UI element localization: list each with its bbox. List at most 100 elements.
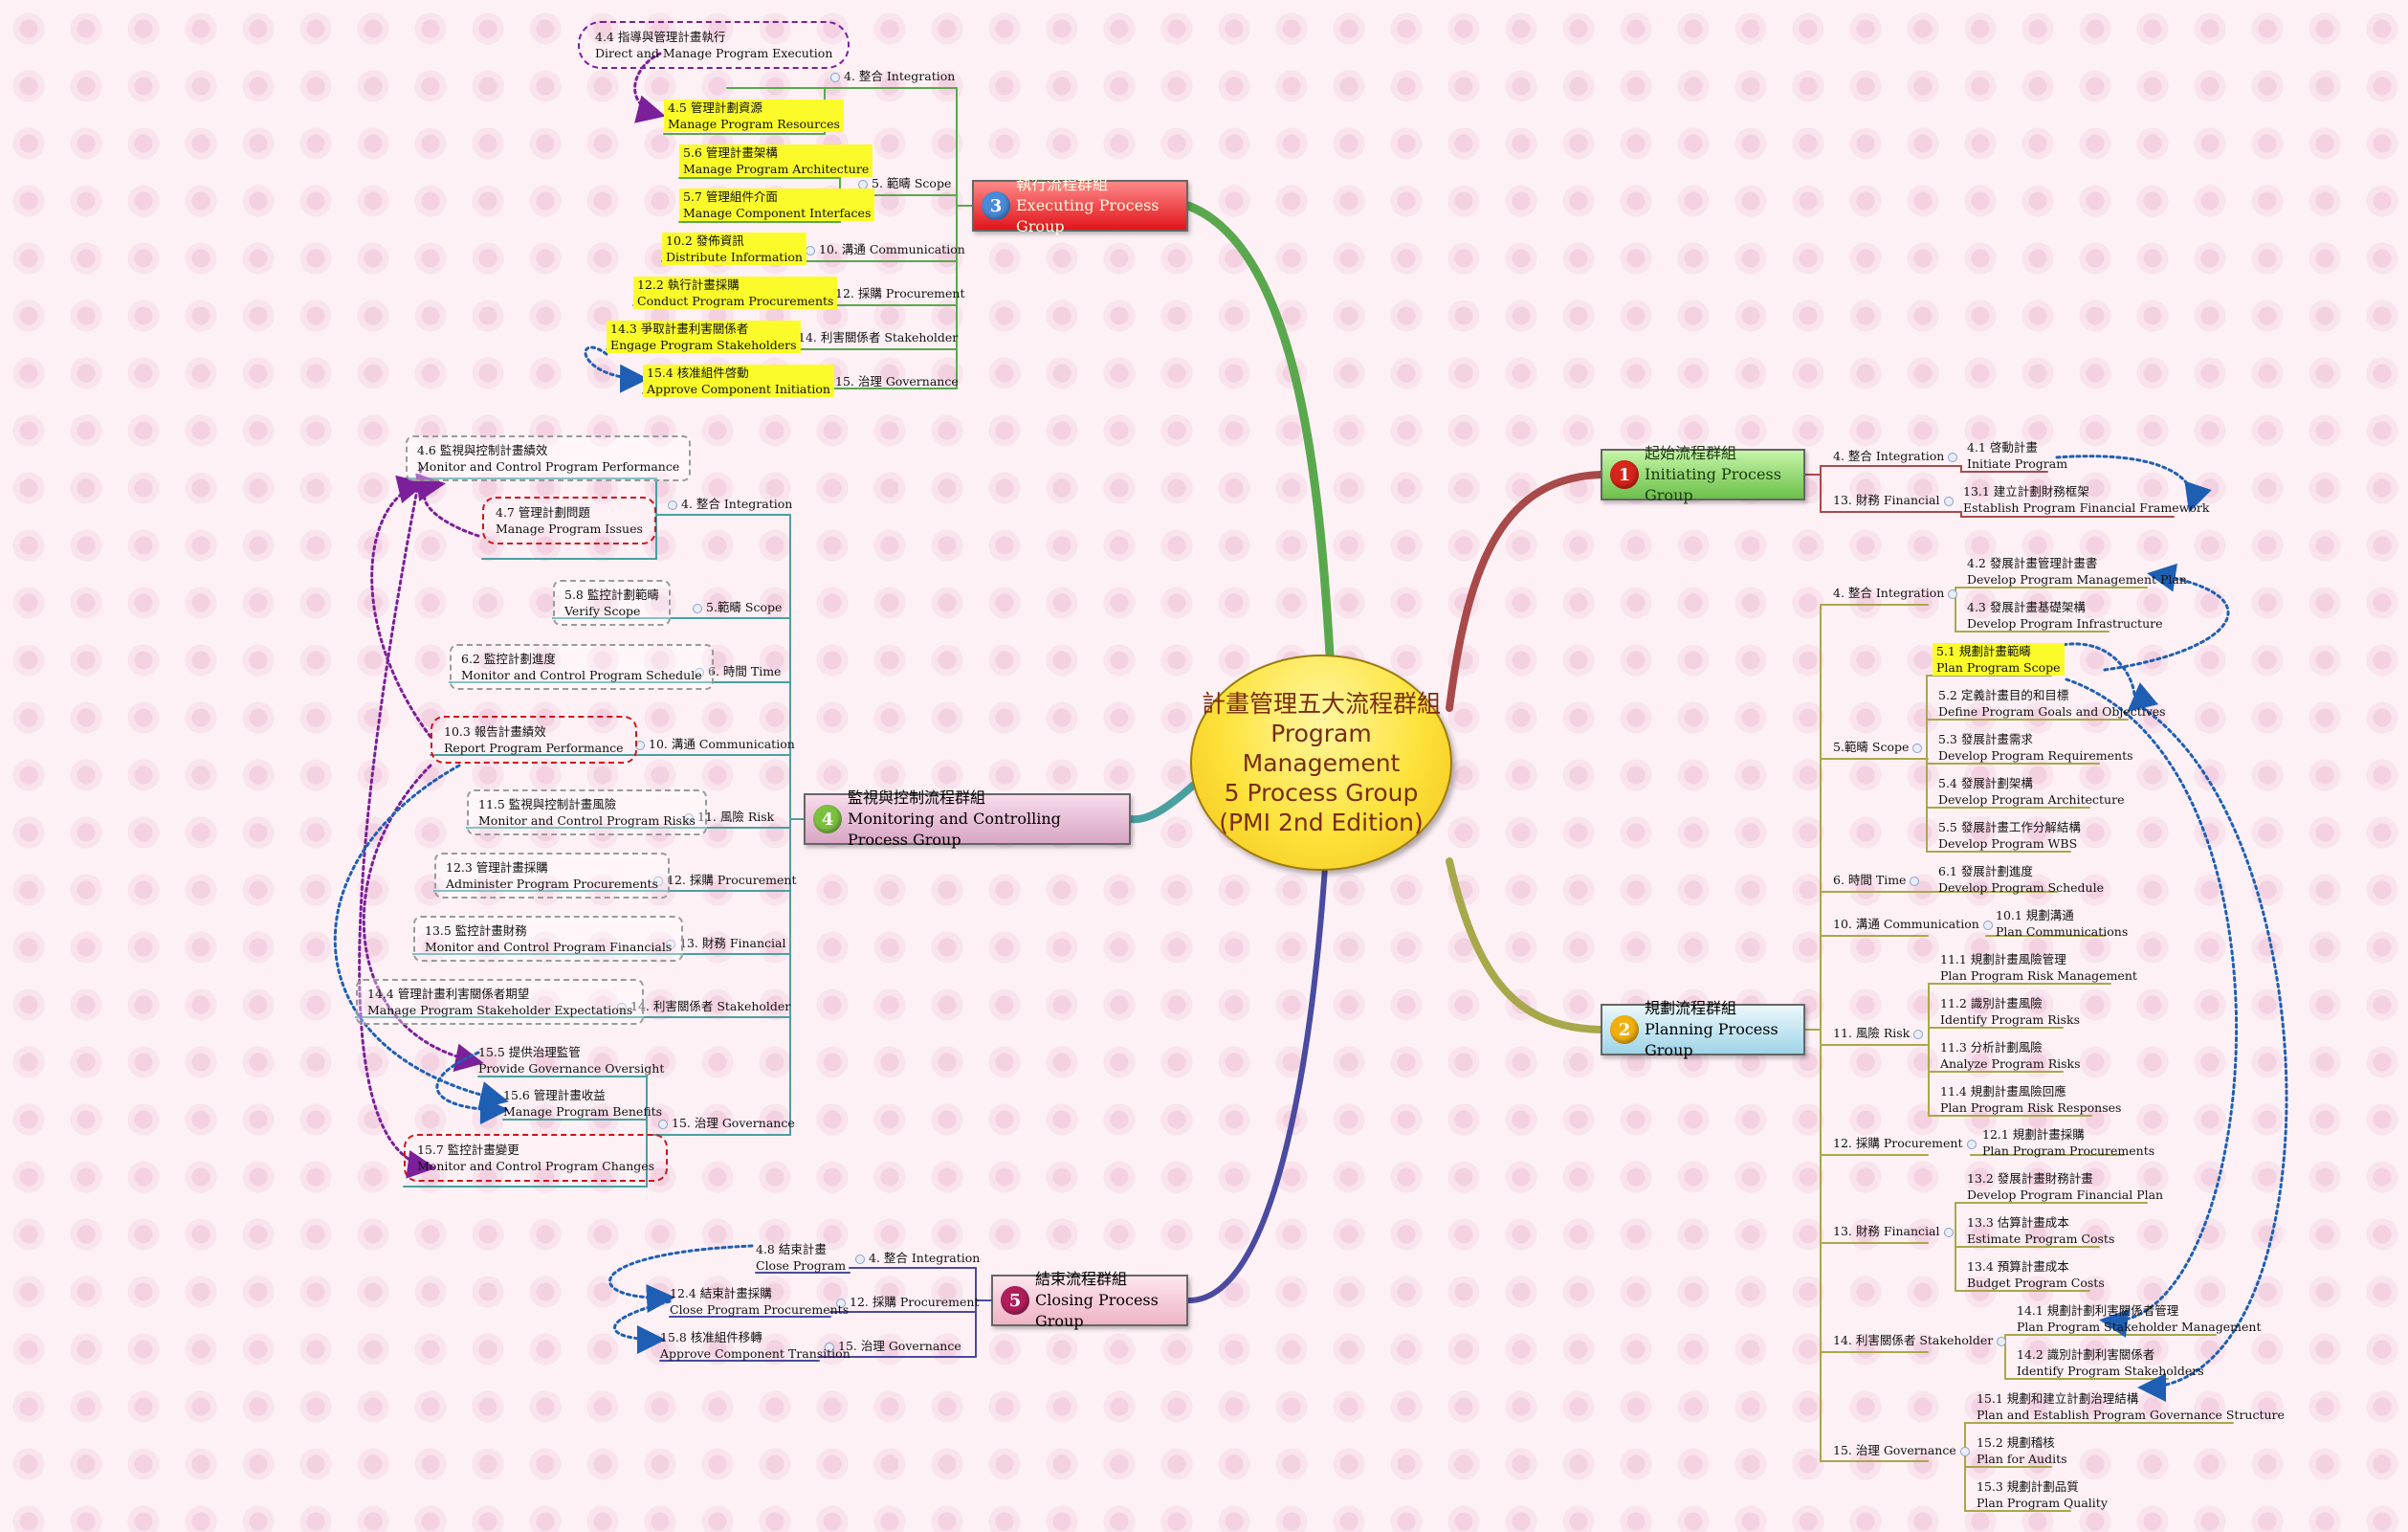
- planning-category[interactable]: 10. 溝通 Communication: [1833, 917, 1997, 932]
- dependency-arrow: [415, 473, 480, 538]
- init-leaf-line: [1820, 465, 2048, 473]
- executing-category[interactable]: 14. 利害關係者 Stakeholder: [781, 330, 958, 345]
- mon-leaf-line: [403, 1134, 648, 1188]
- dependency-arrow: [2103, 563, 2230, 672]
- closing-group[interactable]: 5 結束流程群組 Closing Process Group: [991, 1270, 1188, 1330]
- group-title-zh: 結束流程群組: [1035, 1270, 1128, 1288]
- planning-category[interactable]: 5.範疇 Scope: [1833, 740, 1926, 755]
- planning-category[interactable]: 6. 時間 Time: [1833, 873, 1923, 888]
- group-title-en: Closing Process Group: [1035, 1291, 1159, 1330]
- monitoring-category[interactable]: 13. 財務 Financial: [662, 936, 786, 951]
- group-title-en: Planning Process Group: [1645, 1020, 1778, 1059]
- dependency-arrow: [633, 52, 666, 123]
- initiating-category[interactable]: 13. 財務 Financial: [1833, 493, 1957, 508]
- executing-category[interactable]: 10. 溝通 Communication: [802, 242, 965, 257]
- planning-category[interactable]: 14. 利害關係者 Stakeholder: [1833, 1333, 2010, 1348]
- monitoring-category[interactable]: 4. 整合 Integration: [664, 497, 792, 512]
- planning-category[interactable]: 15. 治理 Governance: [1833, 1443, 1974, 1458]
- planning-category[interactable]: 13. 財務 Financial: [1833, 1224, 1957, 1239]
- monitoring-category[interactable]: 14. 利害關係者 Stakeholder: [613, 999, 790, 1014]
- executing-category[interactable]: 12. 採購 Procurement: [818, 286, 965, 301]
- monitoring-category[interactable]: 10. 溝通 Communication: [631, 737, 795, 752]
- closing-category[interactable]: 15. 治理 Governance: [821, 1339, 961, 1354]
- monitoring-category[interactable]: 5.範疇 Scope: [689, 600, 782, 615]
- dependency-arrow: [608, 1244, 754, 1314]
- executing-category[interactable]: 4. 整合 Integration: [827, 69, 955, 84]
- dependency-arrow: [2055, 455, 2212, 513]
- monitoring-category[interactable]: 6. 時間 Time: [691, 664, 781, 679]
- central-topic[interactable]: 計畫管理五大流程群組 Program Management 5 Process …: [1190, 655, 1452, 871]
- planning-category[interactable]: 11. 風險 Risk: [1833, 1026, 1927, 1041]
- branch-closing: [1185, 864, 1328, 1304]
- monitoring-category[interactable]: 15. 治理 Governance: [654, 1116, 795, 1131]
- executing-category[interactable]: 5. 範疇 Scope: [854, 176, 951, 191]
- dependency-arrow: [370, 475, 432, 739]
- monitoring-category[interactable]: 12. 採購 Procurement: [650, 873, 797, 888]
- planning-category[interactable]: 12. 採購 Procurement: [1833, 1136, 1980, 1151]
- closing-category[interactable]: 12. 採購 Procurement: [832, 1295, 980, 1310]
- dependency-arrow: [435, 1051, 509, 1124]
- closing-category[interactable]: 4. 整合 Integration: [851, 1251, 980, 1266]
- group-title-zh: 監視與控制流程群組: [848, 788, 986, 807]
- executing-category[interactable]: 15. 治理 Governance: [818, 374, 959, 389]
- group-number-badge: 2: [1610, 1015, 1639, 1044]
- planning-category[interactable]: 4. 整合 Integration: [1833, 586, 1961, 601]
- initiating-category[interactable]: 4. 整合 Integration: [1833, 449, 1961, 464]
- dependency-arrow: [2055, 642, 2159, 712]
- group-number-badge: 5: [1001, 1286, 1029, 1315]
- monitoring-category[interactable]: 11. 風險 Risk: [680, 810, 774, 825]
